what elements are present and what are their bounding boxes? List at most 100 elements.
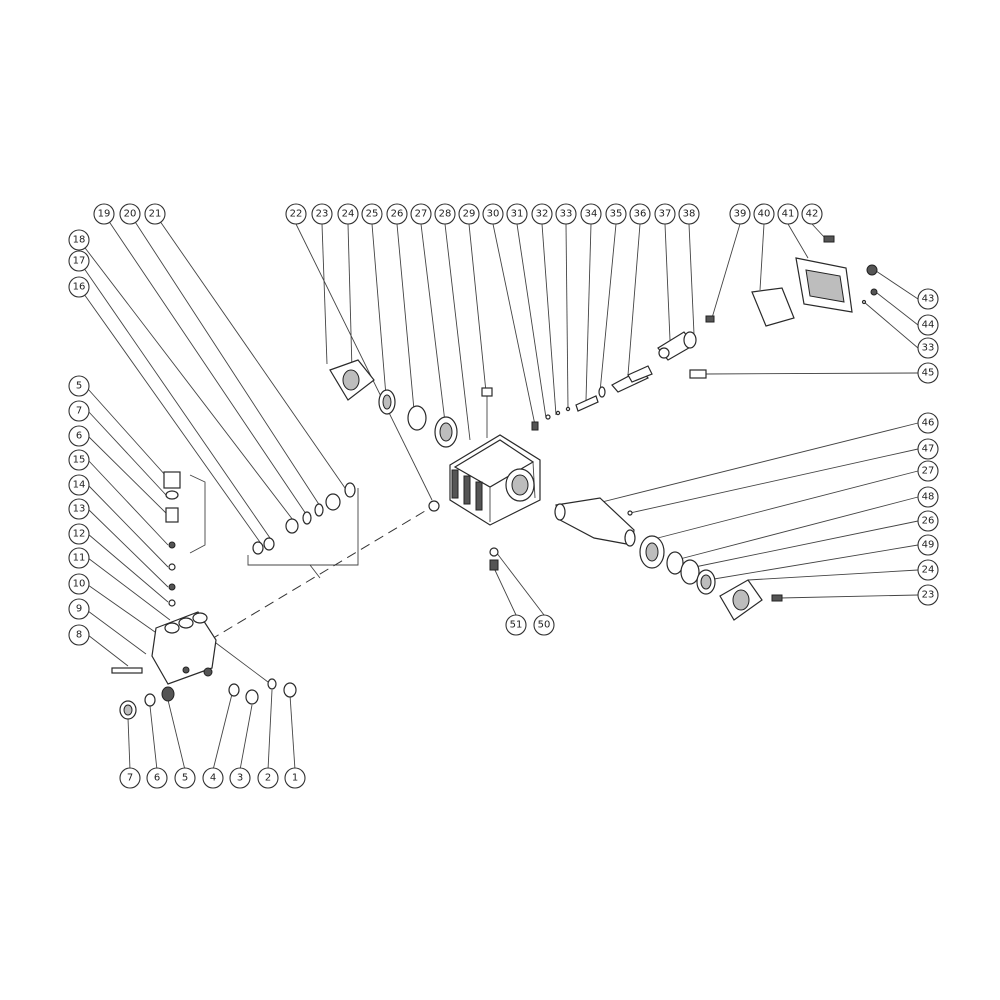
callout-circle	[386, 203, 408, 225]
callout-number: 27	[922, 466, 935, 477]
callout-number: 23	[316, 209, 329, 220]
callout-number: 24	[922, 565, 935, 576]
callout-circle	[654, 203, 676, 225]
callout-circle	[68, 276, 90, 298]
callout-number: 24	[342, 209, 355, 220]
callout-number: 21	[149, 209, 162, 220]
callout-39: 39	[729, 203, 751, 225]
callout-13: 13	[68, 498, 90, 520]
callout-circle	[506, 203, 528, 225]
leader-lines	[78, 213, 919, 771]
callout-23: 23	[311, 203, 333, 225]
callout-26: 26	[386, 203, 408, 225]
callout-25: 25	[361, 203, 383, 225]
callout-circle	[68, 425, 90, 447]
callout-circle	[68, 547, 90, 569]
callout-circle	[119, 203, 141, 225]
callout-37: 37	[654, 203, 676, 225]
callout-circle	[337, 203, 359, 225]
callout-5: 5	[174, 767, 196, 789]
callout-24: 24	[337, 203, 359, 225]
callout-number: 47	[922, 444, 935, 455]
callout-circle	[505, 614, 527, 636]
callout-number: 33	[560, 209, 573, 220]
callout-number: 46	[922, 418, 935, 429]
callout-24: 24	[917, 559, 939, 581]
callout-circle	[257, 767, 279, 789]
callout-circle	[917, 510, 939, 532]
callout-4: 4	[202, 767, 224, 789]
seal-kit-group	[252, 482, 440, 555]
callout-1: 1	[284, 767, 306, 789]
callout-number: 7	[76, 406, 82, 417]
callout-number: 30	[487, 209, 500, 220]
callout-number: 42	[806, 209, 819, 220]
callout-28: 28	[434, 203, 456, 225]
callout-27: 27	[917, 460, 939, 482]
callout-circle	[68, 498, 90, 520]
callout-number: 28	[439, 209, 452, 220]
callout-circle	[917, 412, 939, 434]
callout-number: 49	[922, 540, 935, 551]
callout-circle	[917, 337, 939, 359]
callout-46: 46	[917, 412, 939, 434]
callout-circle	[68, 598, 90, 620]
callout-number: 32	[536, 209, 549, 220]
callout-10: 10	[68, 573, 90, 595]
callout-6: 6	[146, 767, 168, 789]
callout-number: 43	[922, 294, 935, 305]
callout-number: 51	[510, 620, 523, 631]
callout-circle	[917, 362, 939, 384]
callout-number: 4	[210, 773, 216, 784]
callout-number: 13	[73, 504, 86, 515]
callout-44: 44	[917, 314, 939, 336]
callout-31: 31	[506, 203, 528, 225]
callout-14: 14	[68, 474, 90, 496]
callout-48: 48	[917, 486, 939, 508]
callout-number: 8	[76, 630, 82, 641]
callout-27: 27	[410, 203, 432, 225]
callout-number: 41	[782, 209, 795, 220]
callout-number: 7	[127, 773, 133, 784]
callout-21: 21	[144, 203, 166, 225]
callout-8: 8	[68, 624, 90, 646]
callout-circle	[68, 375, 90, 397]
callout-number: 45	[922, 368, 935, 379]
callout-number: 17	[73, 256, 86, 267]
callout-11: 11	[68, 547, 90, 569]
callout-circle	[119, 767, 141, 789]
callout-circle	[361, 203, 383, 225]
callout-42: 42	[801, 203, 823, 225]
callout-number: 10	[73, 579, 86, 590]
callout-30: 30	[482, 203, 504, 225]
callout-circle	[917, 559, 939, 581]
callout-circle	[68, 400, 90, 422]
callout-circle	[555, 203, 577, 225]
callout-41: 41	[777, 203, 799, 225]
valve-stack	[163, 471, 181, 607]
callout-32: 32	[531, 203, 553, 225]
callout-circle	[146, 767, 168, 789]
callout-number: 19	[98, 209, 111, 220]
callout-number: 14	[73, 480, 86, 491]
callout-number: 27	[415, 209, 428, 220]
callout-circle	[729, 203, 751, 225]
callout-number: 2	[265, 773, 271, 784]
callout-number: 40	[758, 209, 771, 220]
callout-number: 35	[610, 209, 623, 220]
callout-number: 15	[73, 455, 86, 466]
callout-number: 18	[73, 235, 86, 246]
callout-16: 16	[68, 276, 90, 298]
callout-6: 6	[68, 425, 90, 447]
crankshaft	[554, 497, 636, 547]
callout-33: 33	[555, 203, 577, 225]
callout-36: 36	[629, 203, 651, 225]
drain-plug	[489, 547, 499, 571]
callout-circle	[68, 624, 90, 646]
callout-circle	[93, 203, 115, 225]
callout-43: 43	[917, 288, 939, 310]
callout-number: 37	[659, 209, 672, 220]
callout-circle	[202, 767, 224, 789]
callout-45: 45	[917, 362, 939, 384]
